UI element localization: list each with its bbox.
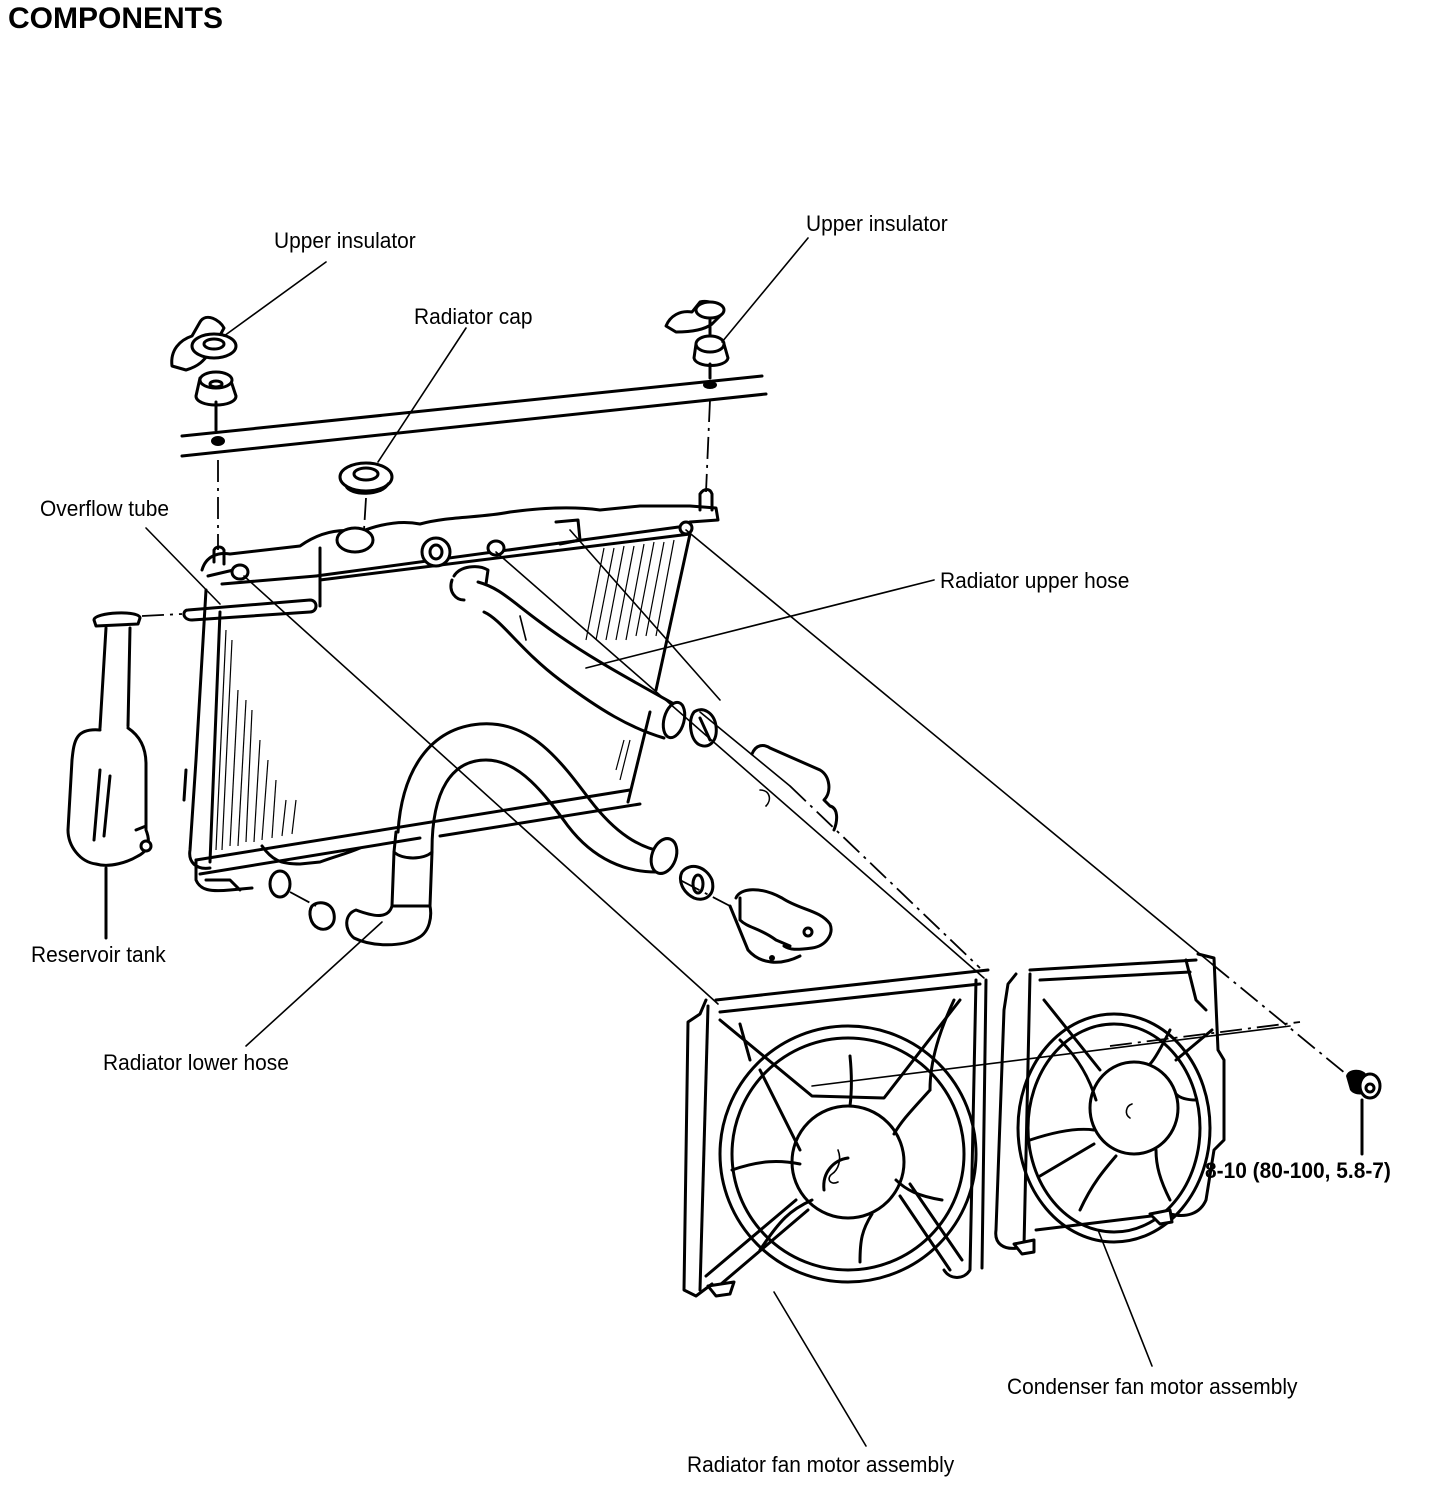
label-upper-insulator-left: Upper insulator: [274, 228, 416, 253]
water-outlet-fitting-part: [728, 744, 839, 964]
overflow-tube-part: [141, 598, 318, 622]
radiator-fan-motor-assembly-part: [682, 968, 990, 1298]
label-condenser-fan-motor-assembly: Condenser fan motor assembly: [1007, 1374, 1298, 1399]
radiator-part: [182, 488, 720, 907]
upper-insulator-right-part: [664, 300, 730, 493]
upper-insulator-left-part: [170, 315, 238, 550]
label-reservoir-tank: Reservoir tank: [31, 942, 166, 967]
label-radiator-lower-hose: Radiator lower hose: [103, 1050, 289, 1075]
label-torque-spec: 8-10 (80-100, 5.8-7): [1205, 1158, 1391, 1183]
label-radiator-fan-motor-assembly: Radiator fan motor assembly: [687, 1452, 955, 1477]
page-title: COMPONENTS: [8, 2, 224, 35]
hose-clamps-part: [308, 708, 718, 931]
radiator-cap-part: [338, 461, 394, 531]
label-radiator-cap: Radiator cap: [414, 304, 533, 329]
leader-lines: [145, 237, 1153, 1447]
radiator-lower-hose-part: [345, 722, 679, 947]
condenser-fan-motor-assembly-part: [994, 952, 1226, 1256]
alignment-lines: [243, 529, 1347, 1087]
mounting-bolt-part: [1346, 1069, 1382, 1156]
label-upper-insulator-right: Upper insulator: [806, 211, 948, 236]
radiator-upper-hose-part: [449, 565, 687, 740]
reservoir-tank-part: [66, 611, 153, 940]
label-radiator-upper-hose: Radiator upper hose: [940, 568, 1130, 593]
label-overflow-tube: Overflow tube: [40, 496, 169, 521]
upper-support-rail: [180, 374, 768, 458]
